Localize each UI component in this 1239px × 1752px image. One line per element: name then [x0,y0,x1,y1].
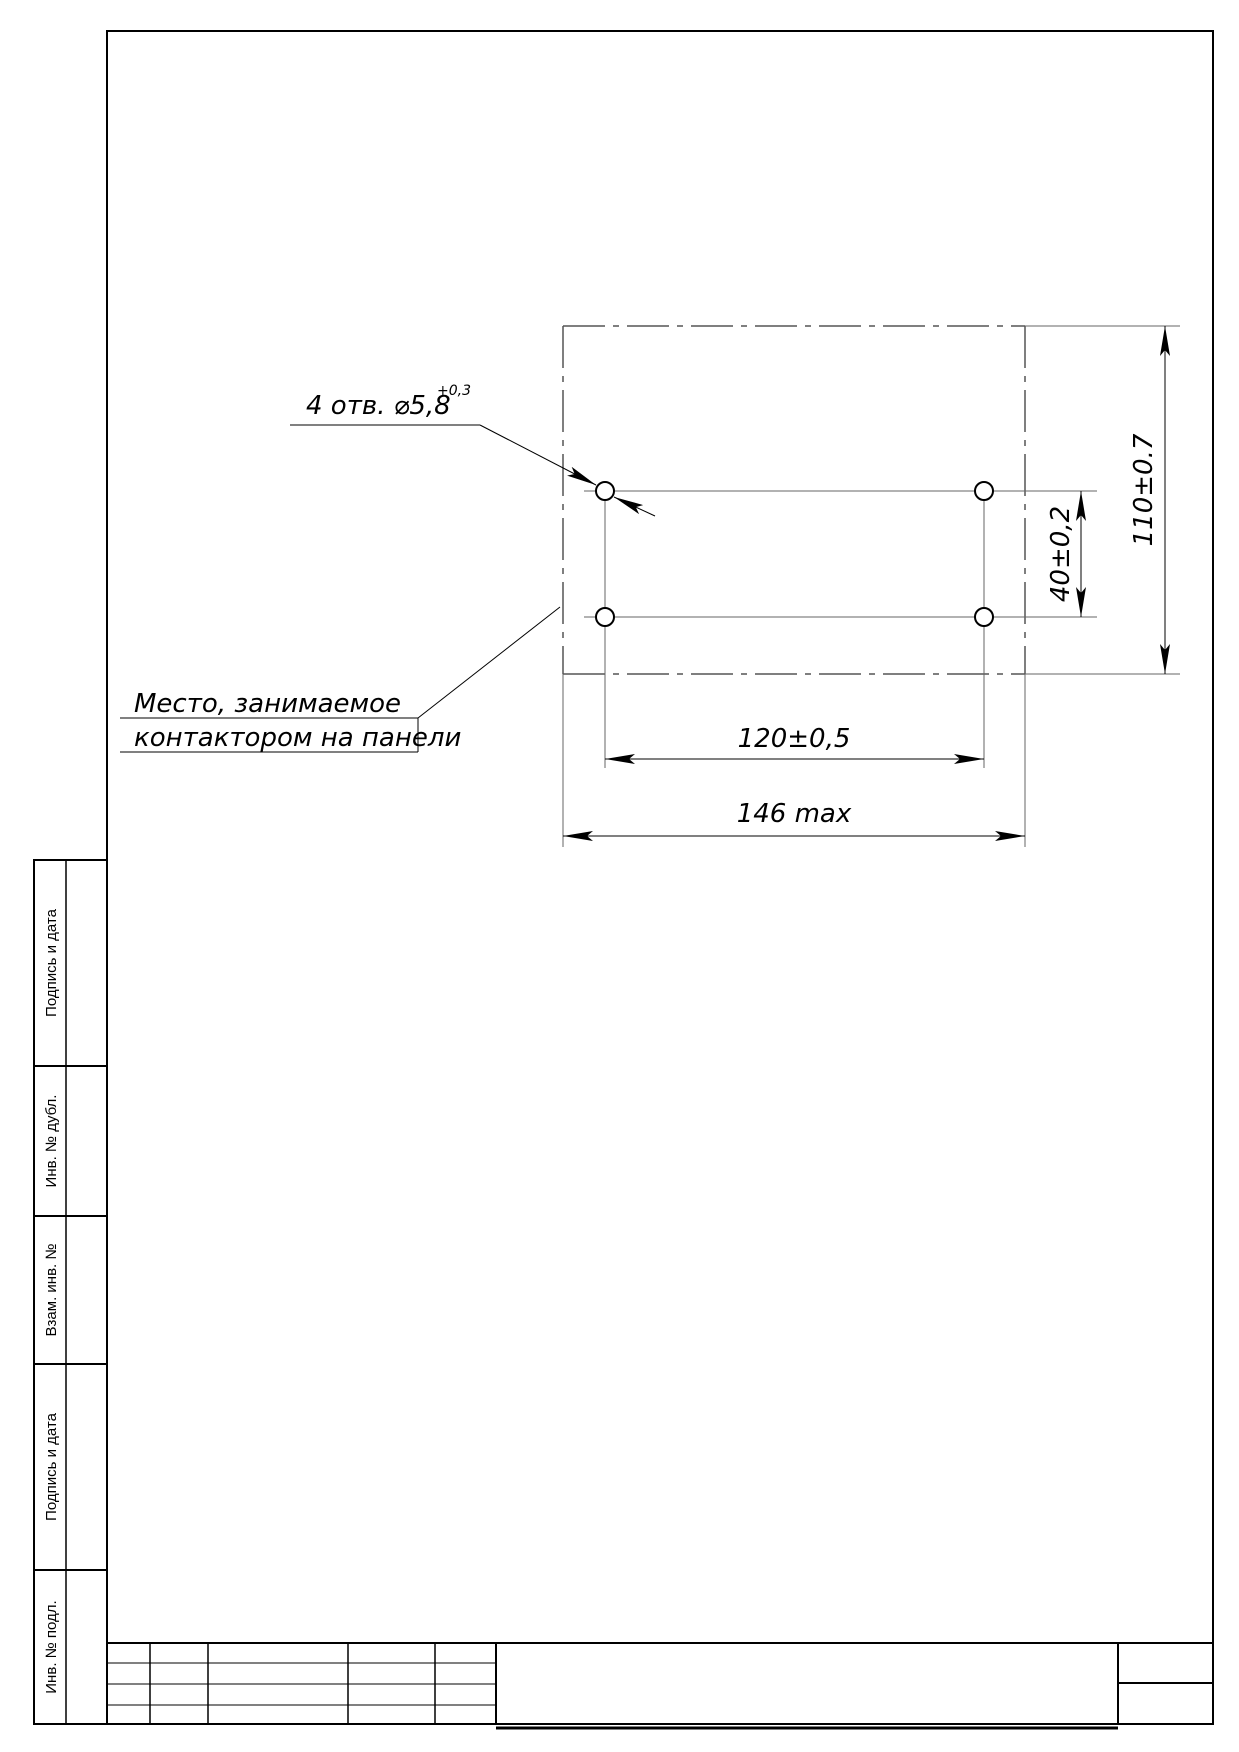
dim-text-hole-rows: 40±0,2 [1046,506,1076,602]
hole-top-right [974,481,994,501]
note-line-1: Место, занимаемое [134,689,401,719]
hole-bottom-right [974,607,994,627]
hole-callout-leader [290,424,656,517]
dim-text-hole-spacing: 120±0,5 [738,724,851,754]
mounting-holes [595,481,994,627]
hole-callout-text: 4 отв. ⌀5,8 [306,391,451,421]
dim-text-height: 110±0.7 [1129,433,1159,546]
hole-bottom-left [595,607,615,627]
hole-callout-tolerance: +0,3 [437,383,471,399]
note-line-2: контактором на панели [134,723,461,753]
dim-text-width: 146 max [737,799,852,829]
sheet-frame [106,30,1214,1725]
hole-center-lines [562,325,1180,847]
stamp-label-signature-date-bottom: Подпись и дата [43,1412,60,1521]
side-stamp [33,859,108,1725]
hole-top-left [595,481,615,501]
contactor-footprint-outline [562,325,1026,675]
stamp-label-dup-inventory: Инв. № дубл. [43,1095,60,1188]
note-leader [120,606,561,753]
title-block [107,1642,1213,1730]
stamp-label-original-inventory: Инв. № подл. [43,1600,60,1693]
stamp-label-replaced-inventory: Взам. инв. № [43,1244,60,1337]
stamp-label-signature-date-top: Подпись и дата [43,908,60,1017]
